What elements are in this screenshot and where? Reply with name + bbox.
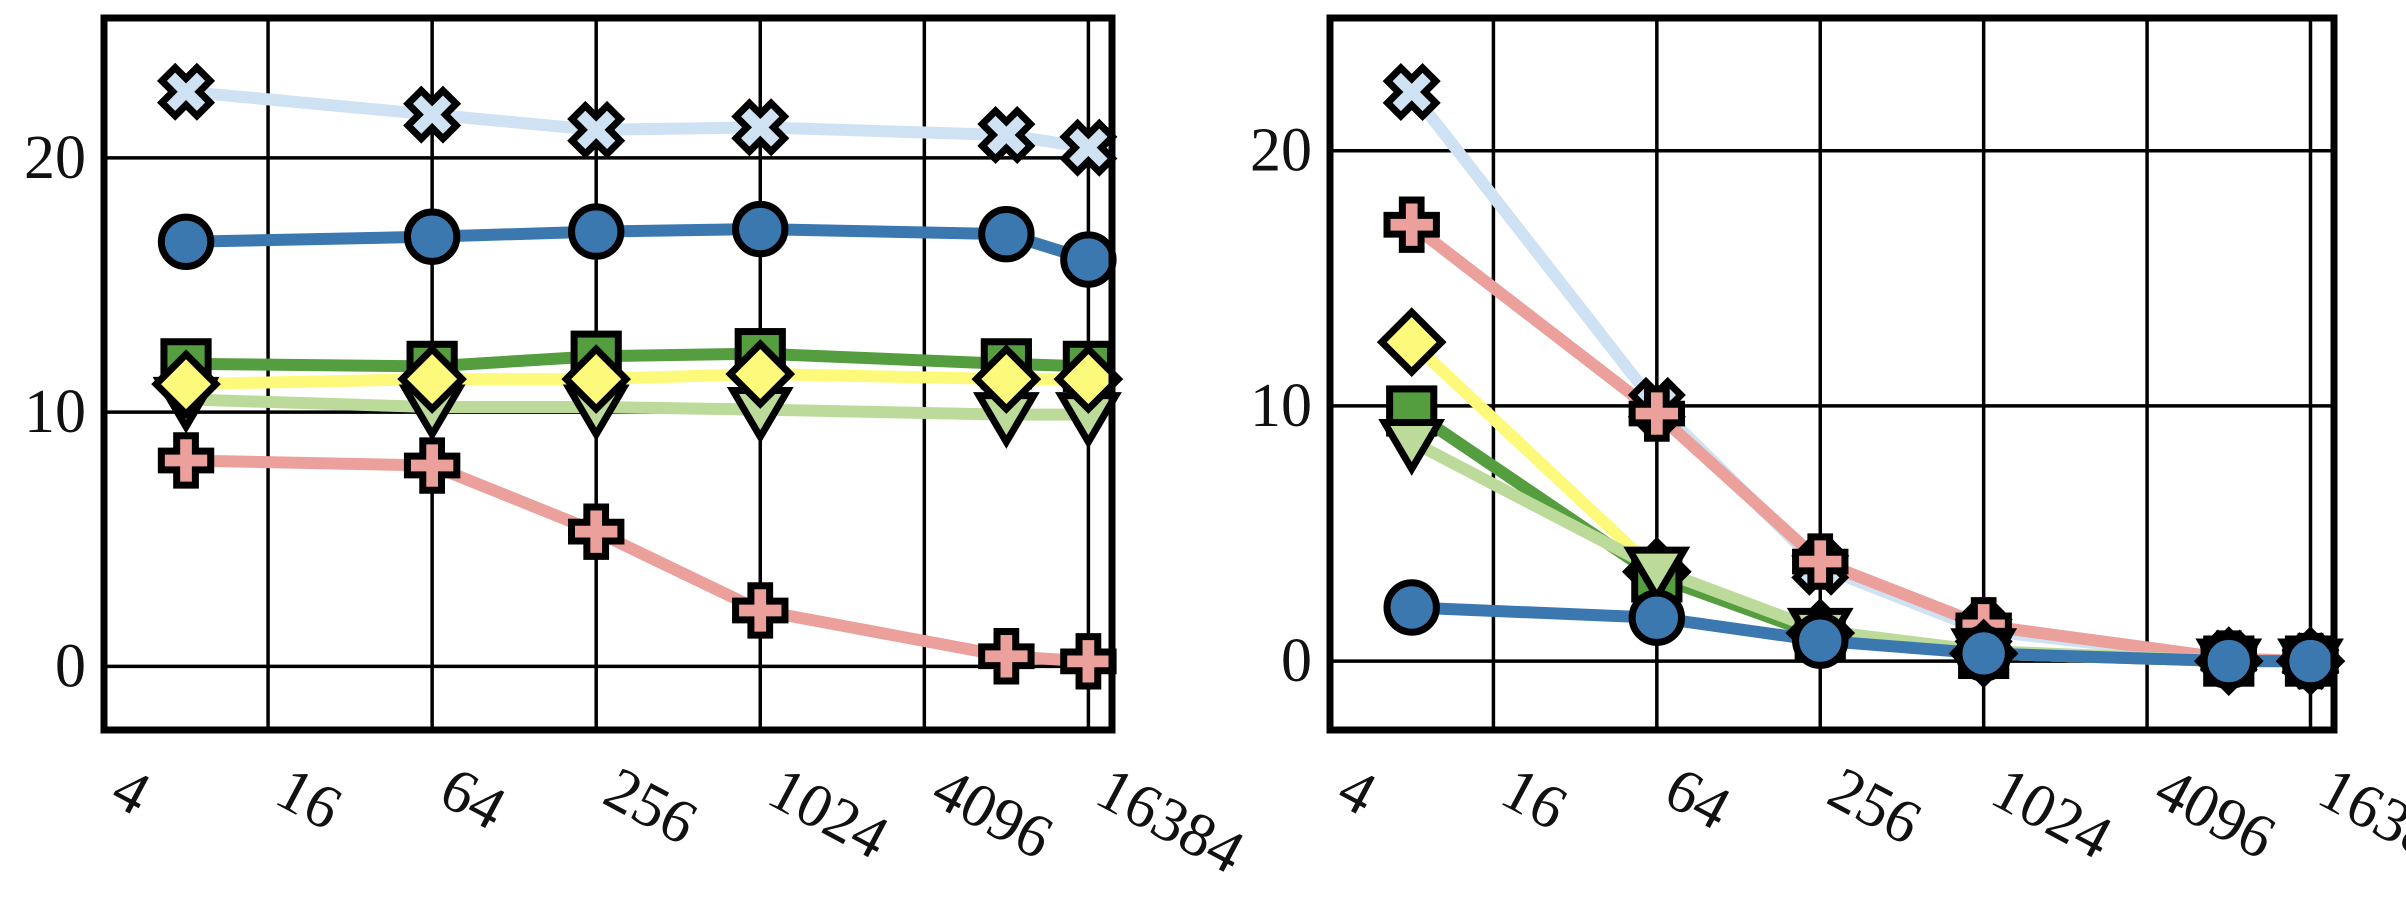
- series-markers-diamond: [151, 339, 1124, 420]
- series-markers-circle: [1383, 579, 2339, 690]
- series-line-square: [180, 347, 1095, 373]
- data-point-circle: [1060, 231, 1117, 288]
- data-point-plus: [403, 437, 461, 494]
- x-tick-label: 16384: [2308, 754, 2406, 887]
- data-point-circle: [157, 213, 215, 270]
- data-point-circle: [1383, 579, 1440, 636]
- data-point-circle: [1628, 589, 1686, 646]
- data-point-cross-x: [977, 105, 1036, 165]
- data-point-diamond: [561, 344, 632, 414]
- data-point-circle: [567, 203, 625, 260]
- data-point-triangle-down: [1623, 546, 1691, 604]
- data-point-cross-x: [1382, 62, 1441, 122]
- data-point-circle: [1955, 625, 2012, 682]
- y-tick-label: 10: [1250, 372, 1312, 440]
- y-tick-label: 0: [55, 632, 86, 700]
- x-tick-label: 16: [265, 754, 352, 843]
- data-point-diamond: [151, 349, 221, 420]
- data-point-plus: [1628, 385, 1686, 442]
- series-line-diamond: [180, 368, 1095, 391]
- x-tick-label: 1024: [1981, 754, 2122, 872]
- x-tick-label: 256: [1818, 754, 1932, 858]
- data-point-cross-x: [731, 98, 790, 157]
- x-tick-label: 1024: [758, 754, 899, 872]
- data-point-plus: [157, 432, 215, 489]
- series-markers-plus: [157, 432, 1117, 690]
- series-line-plus: [180, 454, 1095, 668]
- x-tick-label: 64: [430, 754, 517, 843]
- data-point-circle: [1792, 612, 1849, 669]
- data-point-diamond: [1376, 307, 1447, 377]
- data-point-circle: [732, 200, 789, 258]
- y-tick-label: 10: [24, 378, 86, 446]
- series-markers-cross-x: [1382, 62, 2340, 691]
- x-tick-label: 4096: [2145, 754, 2286, 872]
- x-tick-label: 4: [1327, 754, 1386, 829]
- data-point-plus: [567, 503, 625, 560]
- data-point-diamond: [971, 344, 1042, 414]
- series-line-circle: [180, 223, 1095, 266]
- data-point-cross-x: [1059, 118, 1118, 177]
- data-point-plus: [1792, 533, 1849, 590]
- series-line-square: [1405, 405, 2317, 668]
- series-markers-circle: [157, 200, 1117, 288]
- data-point-plus: [732, 582, 789, 639]
- data-point-cross-x: [156, 62, 216, 121]
- y-tick-label: 20: [1250, 117, 1312, 185]
- axes-frame: [100, 14, 1116, 734]
- data-point-diamond: [725, 339, 796, 409]
- data-point-diamond: [1053, 344, 1124, 414]
- data-point-circle: [403, 208, 461, 265]
- data-point-plus: [1060, 633, 1117, 690]
- axes-frame: [1326, 14, 2338, 734]
- data-point-circle: [978, 205, 1035, 263]
- data-point-plus: [1383, 196, 1440, 253]
- series-markers-cross-x: [156, 62, 1118, 177]
- data-point-cross-x: [567, 100, 626, 159]
- data-point-circle: [2200, 632, 2257, 690]
- series-line-plus: [1405, 218, 2317, 668]
- x-tick-label: 256: [594, 754, 708, 858]
- data-point-plus: [978, 628, 1035, 685]
- data-point-diamond: [397, 344, 467, 414]
- data-point-circle: [2282, 632, 2339, 690]
- x-tick-label: 4: [101, 754, 160, 829]
- x-tick-label: 4096: [922, 754, 1063, 872]
- data-point-triangle-down: [1378, 419, 1446, 476]
- x-tick-label: 64: [1654, 754, 1741, 843]
- y-tick-label: 20: [24, 124, 86, 192]
- x-tick-label: 16: [1491, 754, 1578, 843]
- y-tick-label: 0: [1281, 627, 1312, 695]
- data-point-cross-x: [403, 85, 462, 144]
- x-tick-label: 16384: [1086, 754, 1255, 887]
- series-line-cross-x: [180, 85, 1095, 154]
